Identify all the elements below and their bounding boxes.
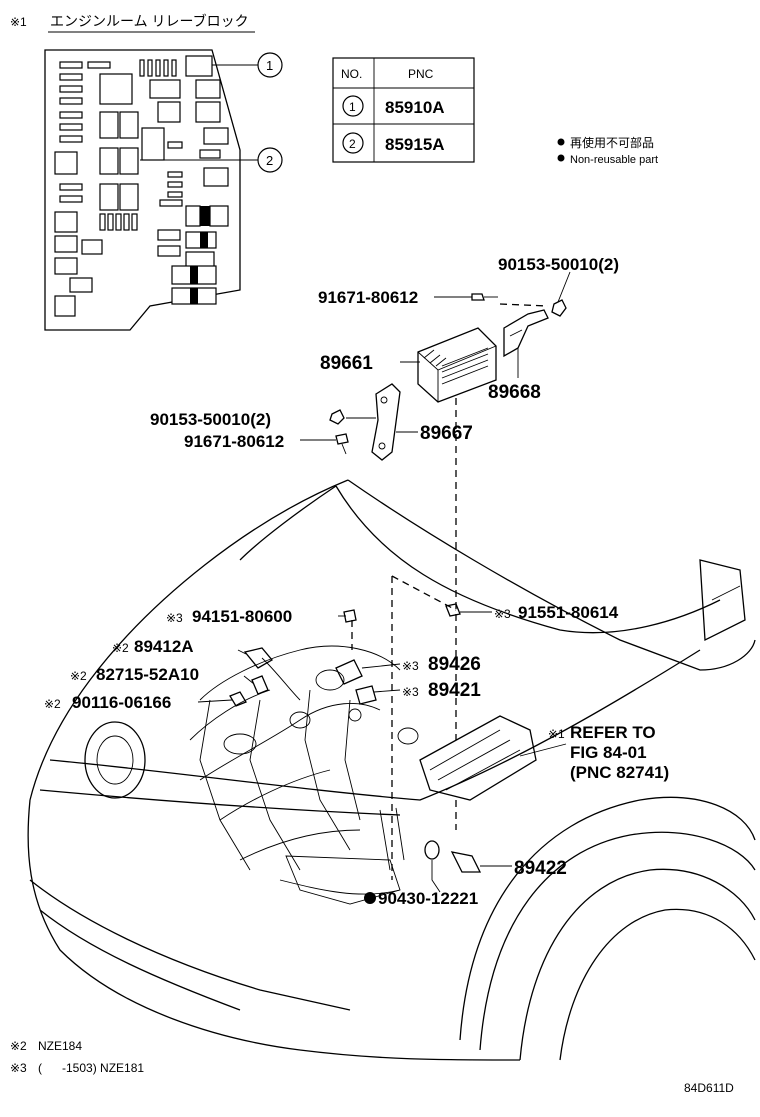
label-89421-mark: ※3 [402,685,419,699]
callout-2-text: 2 [266,153,273,168]
pnc-table: NO. PNC 1 85910A 2 85915A [332,57,475,163]
engine-relay-block [419,715,537,801]
callout-2 [257,147,283,173]
note-2-text: ( -1503) NZE181 [38,1061,144,1075]
relay-2 [99,147,119,175]
label-89426-mark: ※3 [402,659,419,673]
relay-block [44,49,241,331]
gasket-90430 [424,840,440,860]
engine-sketch [189,603,537,905]
label-82715-mark: ※2 [70,669,87,683]
label-refer-line3: (PNC 82741) [570,763,669,782]
bolt-91671-mid [335,433,349,445]
callout-1 [257,52,283,78]
pnc-table-row-1-pnc: 85910A [385,98,445,117]
label-89426: 89426 [428,654,481,675]
label-89667: 89667 [420,423,473,444]
sensor-89426 [335,659,363,685]
bolt-94151 [343,609,357,623]
pnc-table-row-2-pnc: 85915A [385,135,445,154]
note-1-text: NZE184 [38,1039,82,1053]
pnc-table-row-1-no: 1 [349,100,356,114]
legend-jp: 再使用不可部品 [570,135,654,150]
bracket-89668 [503,309,549,358]
label-94151-mark: ※3 [166,611,183,625]
pnc-table-row-2-no: 2 [349,137,356,151]
relay-1 [185,55,213,77]
label-82715-52a10: 82715-52A10 [96,665,199,684]
bracket-89667 [371,383,401,461]
sensor-89422 [450,851,482,873]
nut-90153-top [551,299,567,317]
label-89421: 89421 [428,680,481,701]
sensor-89421 [355,685,377,705]
ecu-89661 [417,327,497,403]
sensor-89412a [243,647,273,669]
label-90430-12221: 90430-12221 [378,889,478,908]
header-title: エンジンルーム リレーブロック [50,13,249,29]
bolt-90116 [229,691,247,707]
callout-1-text: 1 [266,58,273,73]
pnc-table-header-no: NO. [341,67,362,81]
label-refer-line2: FIG 84-01 [570,743,647,762]
note-1-mark: ※2 [10,1039,27,1053]
pnc-table-header-pnc: PNC [408,67,434,81]
label-refer-line1: REFER TO [570,723,656,742]
car-body [27,479,756,1061]
non-reusable-marker [364,892,376,904]
label-90116-06166: 90116-06166 [72,693,171,712]
nut-90153-mid [329,409,345,425]
label-89412a-mark: ※2 [112,641,129,655]
header-mark: ※1 [10,15,27,29]
clamp-82715 [251,675,269,695]
label-89661: 89661 [320,353,373,374]
bolt-91671-top [471,293,485,301]
ecu-assembly [329,293,567,461]
label-91671-80612-top: 91671-80612 [318,288,418,307]
label-89668: 89668 [488,382,541,403]
label-89412a: 89412A [134,637,194,656]
note-2-mark: ※3 [10,1061,27,1075]
label-90116-mark: ※2 [44,697,61,711]
label-91671-80612-mid: 91671-80612 [184,432,284,451]
label-91551-80614: 91551-80614 [518,603,619,622]
bolt-91551 [445,603,461,617]
figure-id: 84D611D [684,1081,734,1095]
label-91551-mark: ※3 [494,607,511,621]
label-90153-50010-mid: 90153-50010(2) [150,410,271,429]
legend-en: Non-reusable part [570,154,658,166]
label-90153-50010-top: 90153-50010(2) [498,255,619,274]
label-89422: 89422 [514,858,567,879]
label-94151-80600: 94151-80600 [192,607,292,626]
label-refer-mark: ※1 [548,727,565,741]
